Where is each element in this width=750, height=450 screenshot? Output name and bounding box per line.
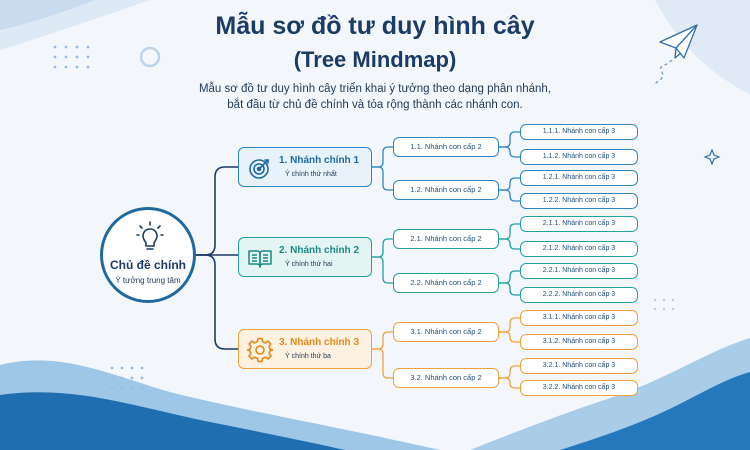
target-icon — [249, 159, 269, 179]
leaf-3-2-2[interactable]: 3.2.2. Nhánh con cấp 3 — [520, 380, 638, 396]
root-title: Chủ đề chính — [110, 258, 186, 272]
dot-grid-bottom-left — [110, 366, 144, 390]
leaf-2-2-1[interactable]: 2.2.1. Nhánh con cấp 3 — [520, 263, 638, 279]
leaf-1-1-2[interactable]: 1.1.2. Nhánh con cấp 3 — [520, 149, 638, 165]
branch-node-1[interactable]: 1. Nhánh chính 1 Ý chính thứ nhất — [238, 147, 372, 187]
page-title-english: (Tree Mindmap) — [293, 47, 457, 72]
subbranch-1-1[interactable]: 1.1. Nhánh con cấp 2 — [393, 137, 499, 157]
lightbulb-icon — [136, 221, 164, 250]
root-node[interactable]: Chủ đề chính Ý tưởng trung tâm — [100, 207, 196, 303]
paper-plane-icon — [659, 24, 698, 59]
subbranch-2-1[interactable]: 2.1. Nhánh con cấp 2 — [393, 229, 499, 249]
book-icon — [248, 250, 272, 268]
branch-subtitle: Ý chính thứ ba — [285, 353, 331, 360]
leaf-1-2-2[interactable]: 1.2.2. Nhánh con cấp 3 — [520, 193, 638, 209]
subbranch-1-2[interactable]: 1.2. Nhánh con cấp 2 — [393, 180, 499, 200]
description-line-2: bắt đầu từ chủ đề chính và tỏa rộng thàn… — [227, 99, 523, 111]
branch-title: 1. Nhánh chính 1 — [279, 155, 360, 166]
leaf-3-1-1[interactable]: 3.1.1. Nhánh con cấp 3 — [520, 310, 638, 326]
branch-node-2[interactable]: 2. Nhánh chính 2 Ý chính thứ hai — [238, 237, 372, 277]
leaf-3-1-2[interactable]: 3.1.2. Nhánh con cấp 3 — [520, 334, 638, 350]
leaf-2-1-1[interactable]: 2.1.1. Nhánh con cấp 3 — [520, 216, 638, 232]
dot-grid-right — [653, 298, 675, 311]
gear-icon — [247, 337, 273, 363]
subbranch-3-1[interactable]: 3.1. Nhánh con cấp 2 — [393, 322, 499, 342]
subbranch-2-2[interactable]: 2.2. Nhánh con cấp 2 — [393, 273, 499, 293]
sparkle-icon — [703, 148, 721, 166]
leaf-2-2-2[interactable]: 2.2.2. Nhánh con cấp 3 — [520, 287, 638, 303]
page-title: Mẫu sơ đồ tư duy hình cây — [215, 12, 535, 40]
branch-node-3[interactable]: 3. Nhánh chính 3 Ý chính thứ ba — [238, 329, 372, 369]
dot-grid-top-left — [53, 45, 90, 69]
branch-title: 2. Nhánh chính 2 — [279, 245, 360, 256]
branch-subtitle: Ý chính thứ hai — [285, 261, 333, 268]
leaf-2-1-2[interactable]: 2.1.2. Nhánh con cấp 3 — [520, 241, 638, 257]
leaf-1-2-1[interactable]: 1.2.1. Nhánh con cấp 3 — [520, 170, 638, 186]
branch-title: 3. Nhánh chính 3 — [279, 337, 360, 348]
leaf-1-1-1[interactable]: 1.1.1. Nhánh con cấp 3 — [520, 124, 638, 140]
subbranch-3-2[interactable]: 3.2. Nhánh con cấp 2 — [393, 368, 499, 388]
leaf-3-2-1[interactable]: 3.2.1. Nhánh con cấp 3 — [520, 358, 638, 374]
root-subtitle: Ý tưởng trung tâm — [115, 276, 181, 285]
description-line-1: Mẫu sơ đồ tư duy hình cây triển khai ý t… — [198, 83, 552, 95]
branch-subtitle: Ý chính thứ nhất — [285, 171, 337, 178]
